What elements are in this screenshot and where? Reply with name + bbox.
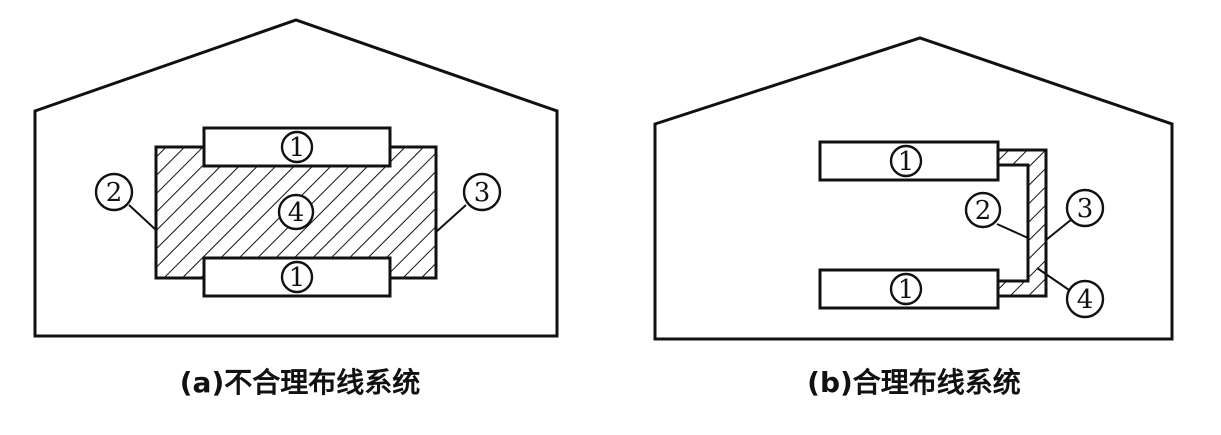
panel-b-leader-2 — [996, 223, 1029, 239]
panel-a-label-3: 3 — [462, 172, 502, 212]
panel-a: 1 1 4 2 3 (a)不合理布线系统 — [33, 18, 559, 399]
svg-text:1: 1 — [898, 147, 915, 177]
panel-b-leader-3 — [1045, 218, 1073, 241]
panel-a-caption: (a)不合理布线系统 — [180, 366, 421, 399]
panel-a-label-4: 4 — [277, 193, 315, 231]
svg-text:2: 2 — [975, 196, 992, 226]
panel-a-leader-3 — [435, 204, 467, 233]
panel-a-label-1-bottom: 1 — [280, 260, 314, 294]
panel-a-label-2: 2 — [94, 172, 134, 212]
svg-text:4: 4 — [1077, 285, 1094, 315]
panel-b-leader-4 — [1036, 267, 1073, 293]
panel-b-label-3: 3 — [1065, 188, 1105, 228]
svg-text:1: 1 — [898, 275, 915, 305]
svg-text:4: 4 — [288, 198, 305, 228]
svg-text:1: 1 — [289, 263, 306, 293]
svg-text:1: 1 — [289, 133, 306, 163]
svg-text:3: 3 — [1077, 194, 1094, 224]
panel-b-label-2: 2 — [964, 191, 1002, 229]
panel-a-label-1-top: 1 — [280, 130, 314, 164]
svg-text:3: 3 — [474, 178, 491, 208]
panel-b: 1 1 2 3 4 (b)合理布线系统 — [653, 36, 1174, 399]
panel-a-leader-2 — [128, 204, 157, 231]
svg-text:2: 2 — [106, 178, 123, 208]
panel-b-label-1-top: 1 — [889, 144, 923, 178]
panel-b-caption: (b)合理布线系统 — [807, 366, 1021, 399]
panel-b-label-4: 4 — [1065, 279, 1105, 319]
panel-b-label-1-bottom: 1 — [889, 272, 923, 306]
